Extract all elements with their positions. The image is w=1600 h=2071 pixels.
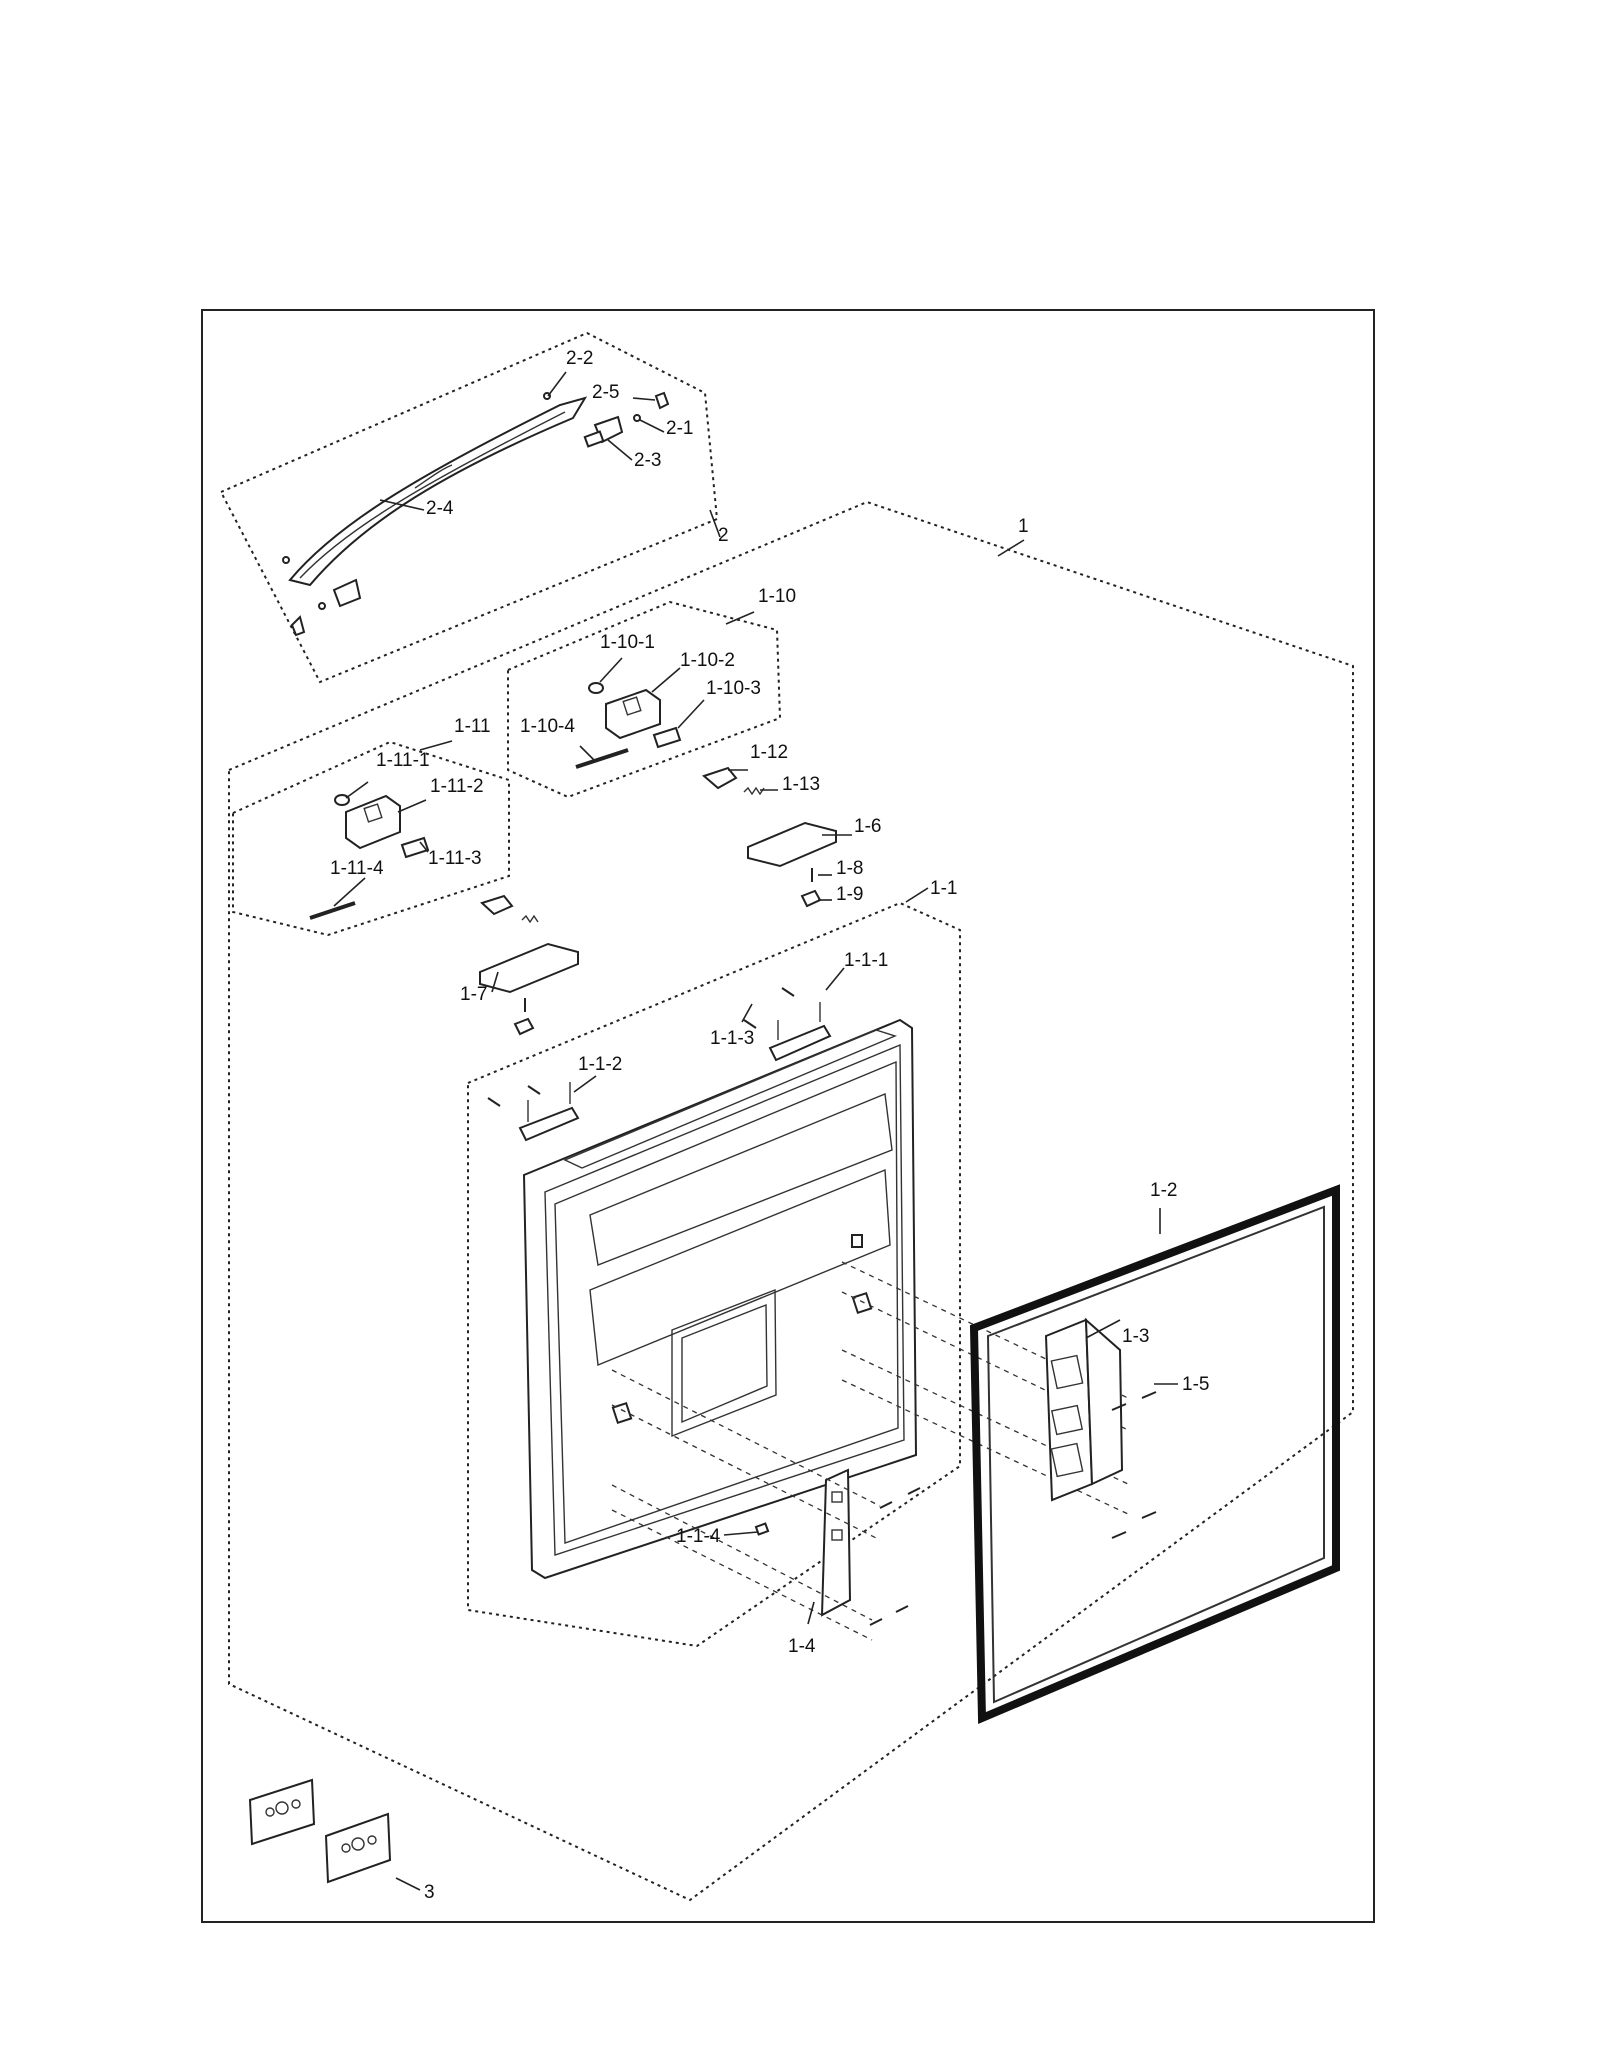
group-2-outline <box>219 331 719 684</box>
handle-end-cap-upper <box>583 415 624 448</box>
part-2-5-clip <box>654 391 670 410</box>
label-1-1-3: 1-1-3 <box>710 1028 754 1049</box>
label-1-10: 1-10 <box>758 586 796 607</box>
part-1-9-clip <box>800 889 822 908</box>
label-2-1: 2-1 <box>666 418 693 439</box>
label-1-13: 1-13 <box>782 774 820 795</box>
label-1-7: 1-7 <box>460 984 487 1005</box>
screws-1-5 <box>1111 1391 1157 1539</box>
label-1-3: 1-3 <box>1122 1326 1149 1347</box>
label-1-8: 1-8 <box>836 858 863 879</box>
part-1-12-bracket <box>702 766 738 790</box>
label-1-10-4: 1-10-4 <box>520 716 575 737</box>
handle-bar-2-4 <box>288 396 588 587</box>
group-1-outline <box>228 500 1354 1902</box>
label-1-11: 1-11 <box>454 716 491 737</box>
part-1-10-1-pin <box>588 682 604 694</box>
label-1-4: 1-4 <box>788 1636 816 1657</box>
label-1-11-2: 1-11-2 <box>430 776 484 797</box>
label-1-5: 1-5 <box>1182 1374 1209 1395</box>
label-3: 3 <box>424 1882 435 1903</box>
part-3-bracket-b <box>324 1812 392 1884</box>
label-2-2: 2-2 <box>566 348 593 369</box>
label-1-1-4: 1-1-4 <box>676 1526 721 1547</box>
label-2-4: 2-4 <box>426 498 454 519</box>
part-2-1-screw <box>633 414 641 422</box>
label-1-10-3: 1-10-3 <box>706 678 761 699</box>
part-1-3-bracket <box>1044 1317 1124 1502</box>
part-1-1-door-panel <box>522 1018 918 1580</box>
part-labels: 2-2 2-5 2-1 2-3 2-4 2 1 1-10 1-10-1 1-10… <box>330 348 1209 1903</box>
part-1-4-bracket <box>820 1468 852 1617</box>
label-1-6: 1-6 <box>854 816 881 837</box>
part-1-11-4-rod <box>309 901 356 920</box>
label-2-5: 2-5 <box>592 382 619 403</box>
part-1-13-spring <box>743 786 765 796</box>
label-1: 1 <box>1018 516 1029 537</box>
label-1-10-1: 1-10-1 <box>600 632 655 653</box>
label-1-10-2: 1-10-2 <box>680 650 735 671</box>
part-1-7-bracket <box>480 894 514 916</box>
handle-end-cap-lower <box>282 556 362 637</box>
hinge-1-10-2 <box>605 688 661 740</box>
label-1-11-1: 1-11-1 <box>376 750 430 771</box>
label-1-9: 1-9 <box>836 884 863 905</box>
diagram-frame <box>201 309 1375 1923</box>
part-3-bracket-a <box>248 1778 316 1846</box>
part-1-10-4-rod <box>575 748 629 769</box>
group-1-11-outline <box>232 740 510 937</box>
part-1-1-1-hinge-bracket <box>743 987 832 1062</box>
part-1-2-gasket <box>969 1184 1340 1724</box>
group-1-10-outline <box>507 600 782 799</box>
hinge-1-11-2 <box>345 794 401 850</box>
part-1-11-1-pin <box>334 794 350 806</box>
label-1-12: 1-12 <box>750 742 788 763</box>
part-1-7-clip <box>513 1017 535 1036</box>
label-2: 2 <box>718 525 729 546</box>
label-1-1-1: 1-1-1 <box>844 950 888 971</box>
part-1-10-3-bracket <box>652 726 682 749</box>
label-2-3: 2-3 <box>634 450 661 471</box>
part-1-7-spring <box>521 914 539 924</box>
part-1-1-2-hinge-bracket <box>487 1082 580 1142</box>
label-1-2: 1-2 <box>1150 1180 1177 1201</box>
label-1-11-4: 1-11-4 <box>330 858 384 879</box>
label-1-11-3: 1-11-3 <box>428 848 482 869</box>
label-1-1: 1-1 <box>930 878 957 899</box>
part-1-6-cover <box>747 821 837 868</box>
label-1-1-2: 1-1-2 <box>578 1054 622 1075</box>
part-1-1-4-clip <box>754 1522 770 1536</box>
screws-1-4 <box>869 1487 921 1626</box>
part-1-7-cover <box>479 942 579 994</box>
leader-lines <box>333 371 1178 1891</box>
